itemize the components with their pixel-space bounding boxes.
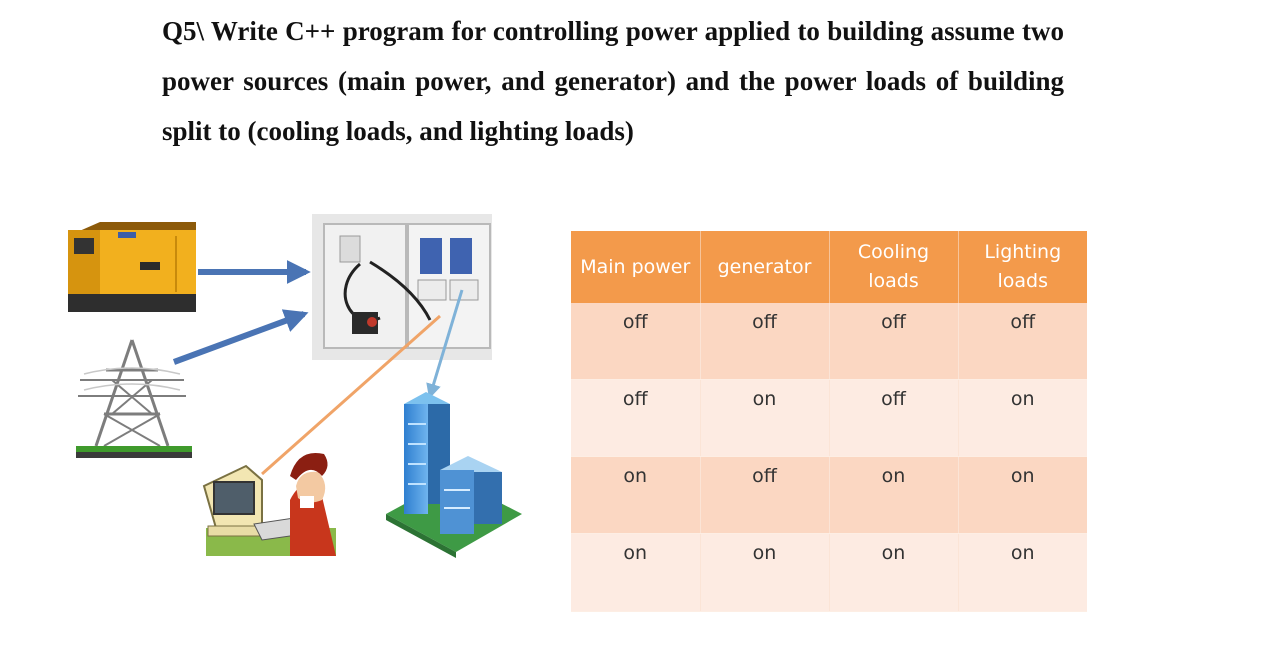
computer-operator-icon bbox=[202, 452, 336, 556]
table-cell: off bbox=[829, 303, 959, 380]
table-cell: off bbox=[958, 303, 1087, 380]
table-row: on off on on bbox=[571, 456, 1087, 534]
table-cell: on bbox=[829, 533, 959, 612]
table-cell: on bbox=[958, 379, 1087, 457]
table-cell: off bbox=[571, 379, 701, 457]
control-link-line bbox=[261, 314, 441, 476]
table-row: on on on on bbox=[571, 533, 1087, 612]
main-power-arrow bbox=[172, 309, 309, 365]
table-cell: on bbox=[700, 533, 830, 612]
table-header-row: Main power generator Cooling loads Light… bbox=[571, 231, 1087, 303]
col-header-lighting-loads: Lighting loads bbox=[958, 231, 1087, 303]
building-arrow bbox=[426, 289, 464, 399]
office-building-icon bbox=[386, 392, 522, 558]
table-cell: on bbox=[571, 533, 701, 612]
control-panel-icon bbox=[312, 214, 492, 360]
table-row: off off off off bbox=[571, 303, 1087, 380]
transmission-tower-icon bbox=[78, 339, 186, 447]
col-header-generator: generator bbox=[700, 231, 830, 303]
table-cell: off bbox=[571, 303, 701, 380]
table-cell: off bbox=[700, 303, 830, 380]
table-cell: on bbox=[829, 456, 959, 534]
table-cell: on bbox=[958, 456, 1087, 534]
table-cell: on bbox=[571, 456, 701, 534]
col-header-cooling-loads: Cooling loads bbox=[829, 231, 959, 303]
table-row: off on off on bbox=[571, 379, 1087, 457]
col-header-main-power: Main power bbox=[571, 231, 701, 303]
table-cell: on bbox=[700, 379, 830, 457]
ground-base bbox=[76, 452, 192, 458]
question-text: Q5\ Write C++ program for controlling po… bbox=[162, 16, 1064, 146]
table-cell: off bbox=[700, 456, 830, 534]
generator-icon bbox=[68, 222, 196, 312]
table-cell: on bbox=[958, 533, 1087, 612]
power-state-table: Main power generator Cooling loads Light… bbox=[571, 231, 1087, 612]
ground-strip bbox=[76, 446, 192, 452]
table-cell: off bbox=[829, 379, 959, 457]
